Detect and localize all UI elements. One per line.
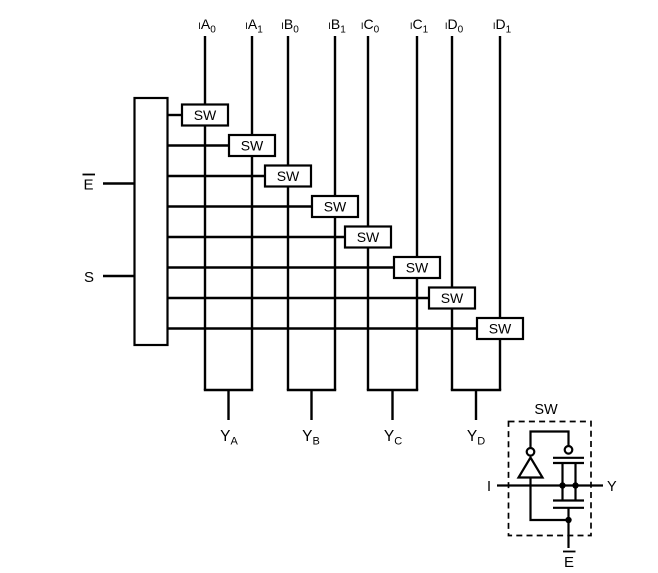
switch-detail-inset: SW I Y (487, 402, 617, 571)
input-labels: IA0 IA1 IB0 IB1 IC0 IC1 ID0 ID1 (198, 16, 511, 36)
inset-title: SW (534, 402, 558, 418)
switch-box-5: SW (343, 225, 393, 249)
switch-box-label: SW (441, 290, 464, 306)
output-bus-ya: YA (203, 388, 254, 448)
input-lines (203, 36, 502, 390)
enable-input: E (82, 173, 135, 194)
inverter-bubble-icon (525, 446, 536, 457)
switch-boxes: SW SW SW SW SW SW SW SW (180, 103, 525, 341)
row-lines (167, 113, 477, 330)
select-label: S (84, 269, 94, 286)
enable-label: E (83, 177, 93, 194)
transmission-gate-icon (553, 444, 584, 520)
output-bus-yc: YC (366, 388, 419, 448)
switch-box-label: SW (357, 229, 380, 245)
control-decoder-block (133, 96, 169, 347)
switch-box-8: SW (475, 316, 525, 341)
select-input: S (84, 269, 135, 286)
inset-enable-wire (529, 477, 569, 522)
switch-box-label: SW (406, 260, 429, 276)
inset-input-label: I (487, 479, 491, 495)
input-label-id0: ID0 (445, 16, 464, 36)
output-wire-yc (366, 388, 419, 420)
output-label-yd: YD (467, 428, 485, 448)
inset-gate-drive-wire (529, 430, 570, 448)
inverter-icon (516, 446, 545, 479)
switch-box-3: SW (263, 164, 313, 188)
output-buses: YA YB YC YD (203, 388, 502, 448)
switch-box-2: SW (227, 133, 277, 158)
input-label-id1: ID1 (493, 16, 512, 36)
output-bus-yb: YB (286, 388, 337, 448)
switch-box-label: SW (277, 168, 300, 184)
output-wire-ya (203, 388, 254, 420)
switch-box-label: SW (241, 138, 264, 154)
output-bus-yd: YD (450, 388, 502, 448)
inset-output-label: Y (607, 479, 617, 495)
input-label-ia0: IA0 (198, 16, 216, 36)
input-label-ic1: IC1 (410, 16, 429, 36)
input-label-ib1: IB1 (328, 16, 346, 36)
switch-box-label: SW (324, 199, 347, 215)
output-wire-yb (286, 388, 337, 420)
inset-enable-label: E (564, 554, 574, 571)
output-wire-yd (450, 388, 502, 420)
output-label-yb: YB (302, 428, 320, 448)
output-label-yc: YC (384, 428, 402, 448)
switch-box-7: SW (427, 286, 477, 310)
switch-box-label: SW (489, 321, 512, 337)
switch-box-1: SW (180, 103, 230, 127)
switch-box-6: SW (392, 255, 442, 280)
output-label-ya: YA (220, 428, 238, 448)
inset-boundary (507, 420, 592, 537)
switch-box-label: SW (194, 107, 217, 123)
pmos-gate-bubble-icon (563, 444, 574, 455)
input-label-ic0: IC0 (361, 16, 380, 36)
input-label-ia1: IA1 (245, 16, 263, 36)
input-label-ib0: IB0 (281, 16, 299, 36)
switch-box-4: SW (310, 194, 360, 219)
